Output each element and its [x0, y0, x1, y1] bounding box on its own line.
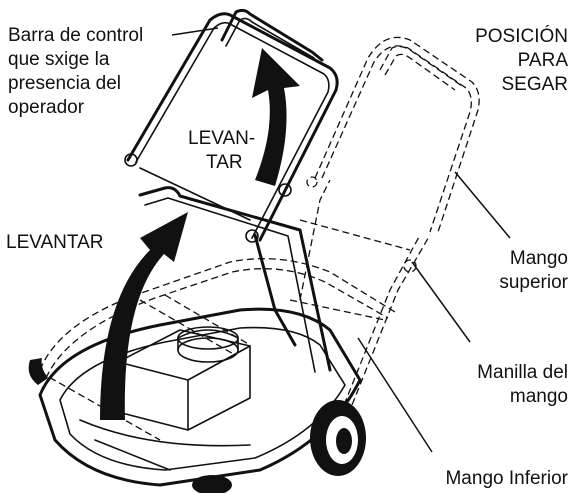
mower-deck	[38, 307, 362, 487]
left-knob-icon	[124, 153, 138, 167]
label-mowing-position-3: SEGAR	[501, 74, 568, 95]
front-left-wheel-icon	[28, 358, 48, 385]
engine-icon	[117, 326, 251, 431]
label-lower-handle: Mango Inferior	[445, 468, 568, 489]
label-handle-knob-2: mango	[510, 386, 568, 407]
lower-knob-icon	[245, 229, 259, 243]
label-control-bar-1: Barra de control	[8, 25, 143, 46]
mowing-position-handle	[289, 36, 480, 416]
label-handle-knob-1: Manilla del	[477, 362, 568, 383]
mower-deck-outline-dashed	[39, 258, 396, 441]
wheel-icon	[310, 400, 366, 476]
label-control-bar-2: que sxige la	[8, 49, 110, 70]
right-knob-icon	[278, 183, 292, 197]
label-lift-left: LEVANTAR	[6, 232, 104, 253]
upper-handle-solid	[124, 8, 339, 242]
label-mowing-position-1: POSICIÓN	[475, 25, 568, 47]
label-mowing-position-2: PARA	[518, 50, 569, 71]
lift-arrow-upper-icon	[252, 48, 300, 186]
label-control-bar-3: presencia del	[8, 73, 121, 94]
label-control-bar-4: operador	[8, 97, 85, 118]
label-upper-handle-2: superior	[499, 272, 568, 293]
rear-wheel-icon	[192, 475, 232, 493]
lift-arrow-icon	[100, 212, 188, 420]
label-lift-upper-2: TAR	[206, 152, 243, 173]
label-upper-handle-1: Mango	[510, 248, 568, 269]
leader-lines	[171, 27, 511, 453]
label-lift-upper-1: LEVAN-	[188, 128, 255, 149]
